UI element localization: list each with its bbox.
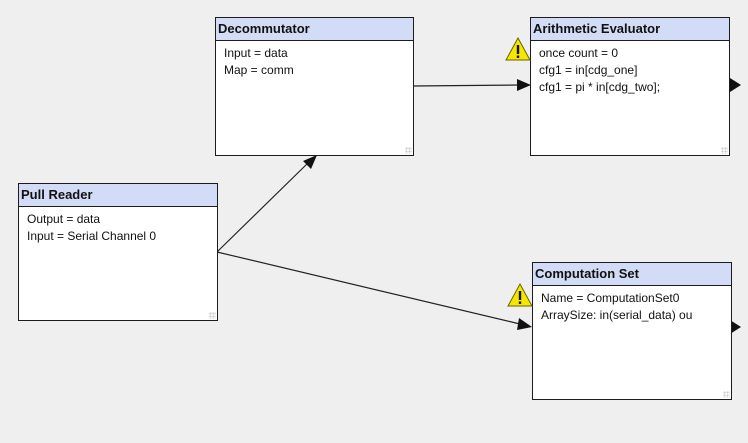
node-title: Decommutator xyxy=(216,18,413,41)
node-properties: Output = data Input = Serial Channel 0 xyxy=(19,207,217,245)
connection-pullreader-decommutator[interactable] xyxy=(216,161,310,253)
warning-icon[interactable] xyxy=(505,37,531,61)
node-property: cfg1 = in[cdg_one] xyxy=(539,63,638,77)
arrowhead-evaluator-in xyxy=(517,79,531,91)
computation-set-node[interactable]: Computation Set Name = ComputationSet0 A… xyxy=(532,262,732,400)
connection-decommutator-evaluator[interactable] xyxy=(412,84,520,87)
arrowhead-computationset-in xyxy=(517,318,532,330)
node-title: Arithmetic Evaluator xyxy=(531,18,729,41)
arithmetic-evaluator-node[interactable]: Arithmetic Evaluator once count = 0 cfg1… xyxy=(530,17,730,156)
node-property: Name = ComputationSet0 xyxy=(541,291,680,305)
node-properties: once count = 0 cfg1 = in[cdg_one] cfg1 =… xyxy=(531,41,729,96)
node-property: ArraySize: in(serial_data) ou xyxy=(541,308,693,322)
connection-pullreader-computationset[interactable] xyxy=(216,251,521,325)
node-title: Pull Reader xyxy=(19,184,217,207)
evaluator-output-port[interactable] xyxy=(730,78,741,92)
node-property: Map = comm xyxy=(224,63,294,77)
node-property: cfg1 = pi * in[cdg_two]; xyxy=(539,80,661,94)
decommutator-node[interactable]: Decommutator Input = data Map = comm xyxy=(215,17,414,156)
resize-grip-icon[interactable] xyxy=(723,391,730,398)
node-property: Input = Serial Channel 0 xyxy=(27,229,157,243)
node-properties: Name = ComputationSet0 ArraySize: in(ser… xyxy=(533,286,731,324)
node-title: Computation Set xyxy=(533,263,731,286)
warning-icon[interactable] xyxy=(507,283,533,307)
resize-grip-icon[interactable] xyxy=(209,312,216,319)
resize-grip-icon[interactable] xyxy=(721,147,728,154)
pull-reader-node[interactable]: Pull Reader Output = data Input = Serial… xyxy=(18,183,218,321)
computationset-output-port[interactable] xyxy=(730,320,741,334)
node-property: once count = 0 xyxy=(539,46,619,60)
node-property: Output = data xyxy=(27,212,101,226)
node-property: Input = data xyxy=(224,46,288,60)
arrowhead-decommutator-in xyxy=(303,155,317,169)
resize-grip-icon[interactable] xyxy=(405,147,412,154)
node-properties: Input = data Map = comm xyxy=(216,41,413,79)
